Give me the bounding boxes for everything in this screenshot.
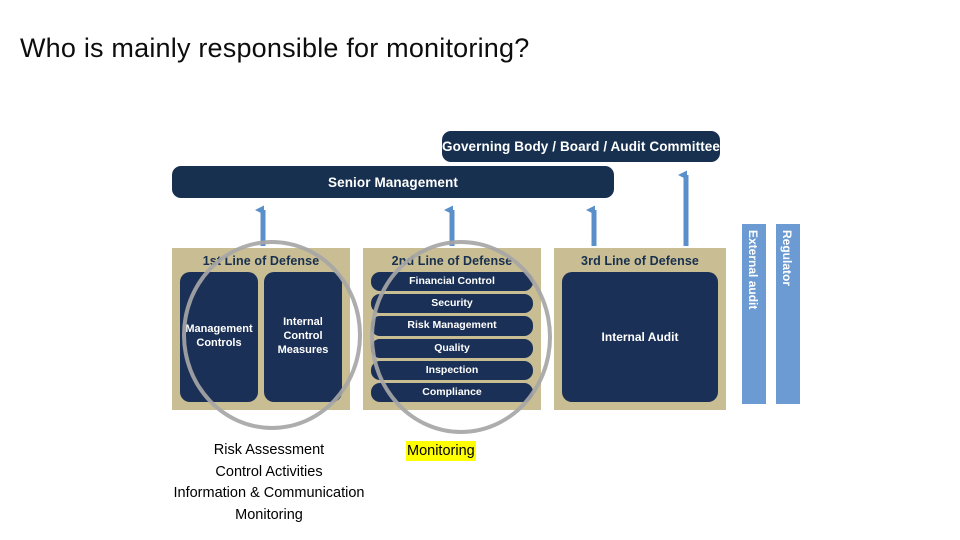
governing-body-bar[interactable]: Governing Body / Board / Audit Committee <box>442 131 720 162</box>
third-line-panels: Internal Audit <box>562 272 718 402</box>
third-line-of-defense-title: 3rd Line of Defense <box>581 254 699 268</box>
governing-body-label: Governing Body / Board / Audit Committee <box>442 139 721 154</box>
external-audit-bar[interactable]: External audit <box>742 224 766 404</box>
regulator-bar[interactable]: Regulator <box>776 224 800 404</box>
senior-management-label: Senior Management <box>328 174 458 190</box>
senior-management-bar[interactable]: Senior Management <box>172 166 614 198</box>
page-title: Who is mainly responsible for monitoring… <box>20 33 530 63</box>
second-line-highlight-ellipse <box>370 240 552 434</box>
first-line-highlight-ellipse <box>182 240 362 430</box>
monitoring-highlight-label: Monitoring <box>406 441 476 461</box>
coso-components-list: Risk Assessment Control Activities Infor… <box>173 442 365 523</box>
third-line-of-defense-box[interactable]: 3rd Line of Defense Internal Audit <box>554 248 726 410</box>
panel-internal-audit[interactable]: Internal Audit <box>562 272 718 402</box>
